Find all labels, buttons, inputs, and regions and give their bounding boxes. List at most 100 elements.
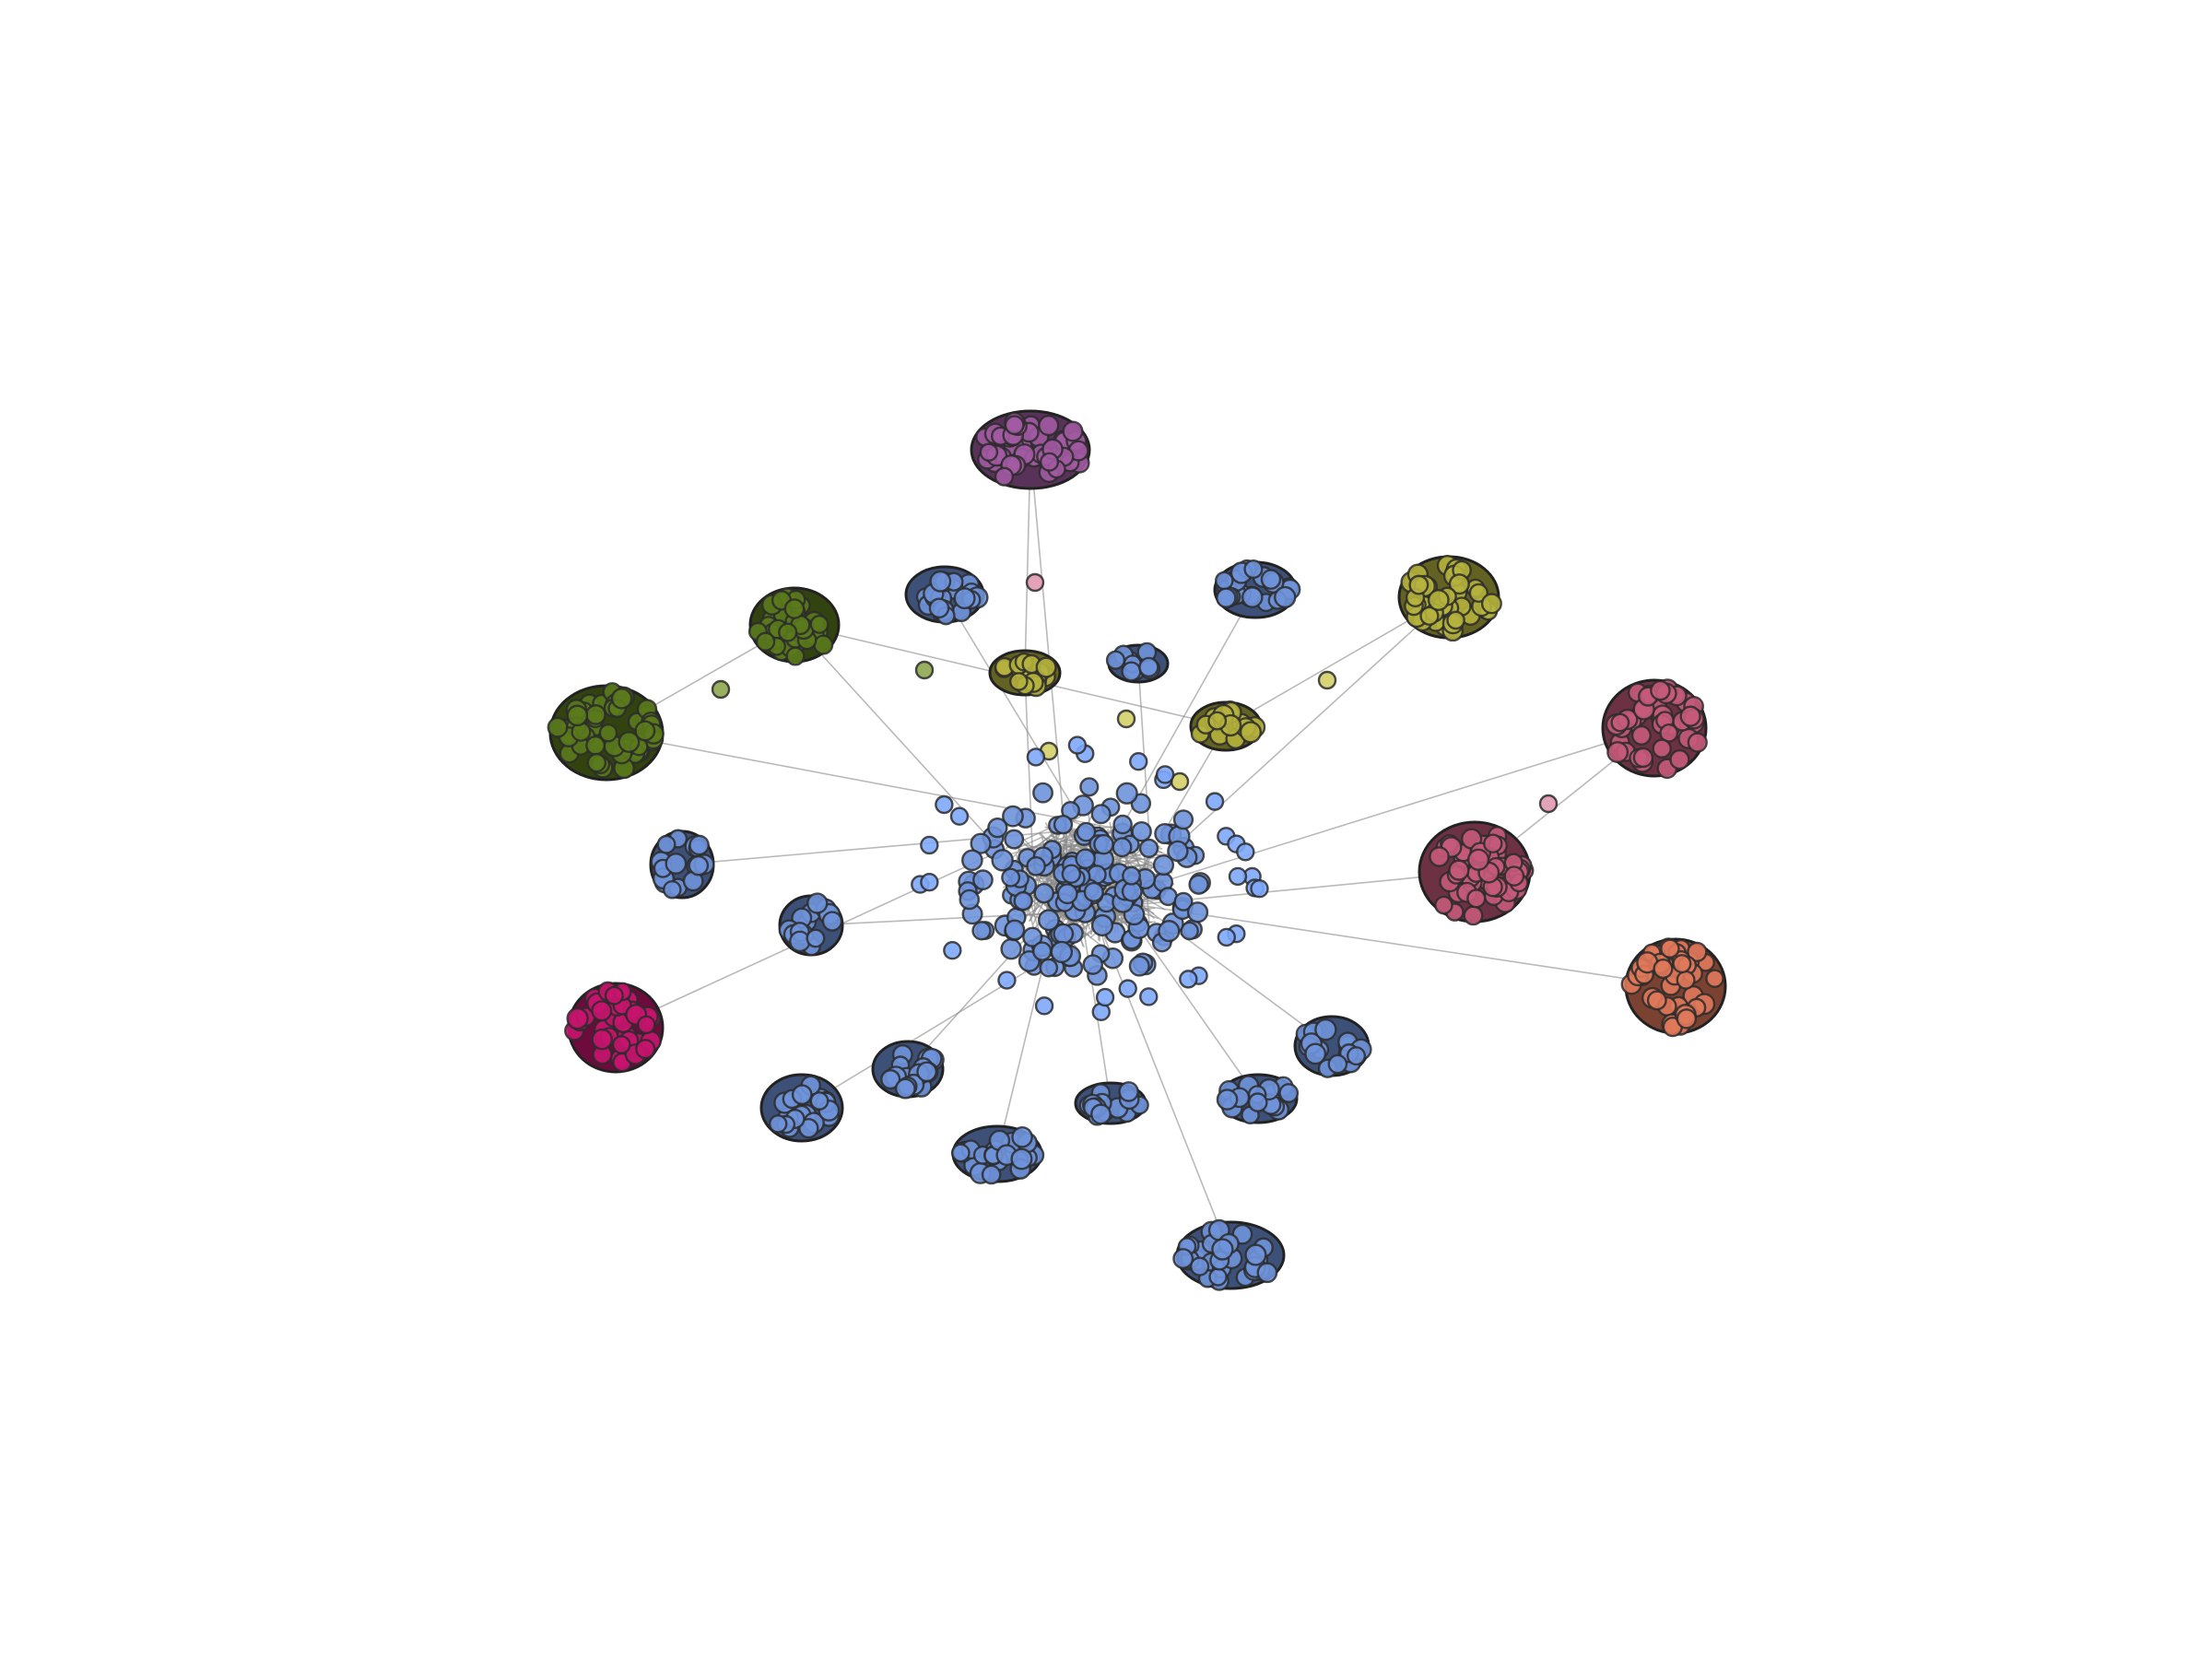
graph-node	[1035, 656, 1057, 678]
graph-node	[987, 818, 1008, 839]
graph-node	[1327, 1053, 1348, 1075]
graph-node	[928, 597, 950, 619]
graph-node	[1011, 1125, 1033, 1148]
cluster-olive-left-upper	[747, 586, 841, 666]
graph-node	[1172, 1248, 1194, 1269]
graph-node	[1256, 1262, 1278, 1284]
graph-node	[1466, 888, 1487, 909]
graph-node	[806, 892, 829, 914]
graph-node	[1010, 1147, 1033, 1171]
graph-node	[1131, 821, 1152, 842]
graph-node	[566, 704, 589, 727]
graph-node	[778, 622, 798, 642]
graph-node	[1278, 1083, 1300, 1103]
graph-node	[1239, 721, 1263, 744]
graph-node	[1121, 661, 1142, 682]
cluster-orange-right	[1620, 937, 1727, 1038]
graph-node	[783, 598, 806, 619]
graph-node	[1346, 1046, 1367, 1066]
graph-node	[994, 466, 1015, 487]
graph-node	[591, 1000, 613, 1022]
graph-node	[1244, 1243, 1267, 1266]
graph-node	[1034, 996, 1054, 1016]
graph-node	[1205, 792, 1225, 811]
graph-node	[1139, 987, 1159, 1006]
cluster-yellow-small-center	[988, 649, 1062, 698]
graph-node	[1118, 979, 1137, 998]
graph-node	[979, 442, 999, 462]
graph-node	[880, 1069, 901, 1090]
graph-node	[585, 704, 606, 725]
graph-node	[1646, 990, 1667, 1011]
graph-node	[1083, 881, 1104, 902]
graph-node	[991, 849, 1014, 872]
graph-node	[1009, 672, 1029, 691]
graph-node	[1056, 883, 1078, 905]
graph-node	[1208, 1267, 1228, 1287]
graph-node	[1186, 901, 1209, 924]
bridge-node	[914, 660, 935, 680]
graph-node	[1468, 582, 1488, 604]
graph-node	[663, 879, 682, 900]
graph-node	[634, 720, 656, 742]
graph-node	[1061, 864, 1082, 884]
graph-node	[656, 834, 677, 854]
graph-node	[591, 1028, 614, 1051]
graph-node	[813, 634, 834, 655]
graph-node	[1037, 909, 1060, 932]
graph-node	[1216, 587, 1237, 608]
graph-node	[1260, 569, 1282, 590]
graph-node	[1026, 855, 1046, 877]
graph-node	[1026, 747, 1046, 767]
graph-node	[1503, 865, 1525, 887]
graph-node	[688, 834, 710, 856]
graph-node	[1090, 913, 1114, 937]
graph-node	[1632, 747, 1654, 769]
graph-node	[1480, 593, 1502, 615]
graph-node	[610, 688, 633, 710]
graph-node	[1216, 1088, 1239, 1111]
graph-node	[785, 646, 806, 666]
graph-node	[961, 849, 983, 872]
graph-node	[1419, 606, 1440, 626]
graph-node	[929, 570, 952, 593]
graph-node	[1128, 955, 1150, 977]
graph-node	[1076, 821, 1097, 842]
graph-node	[1188, 874, 1209, 895]
graph-node	[1653, 959, 1674, 980]
cluster-rose-right-upper	[1601, 678, 1708, 780]
graph-node	[1483, 833, 1503, 853]
graph-node	[1118, 1081, 1139, 1102]
graph-node	[950, 1143, 971, 1163]
graph-node	[1215, 571, 1234, 591]
graph-node	[1659, 723, 1679, 743]
graph-node	[688, 854, 710, 877]
graph-node	[1082, 954, 1104, 975]
bridge-node	[711, 679, 731, 700]
graph-node	[1122, 865, 1141, 886]
graph-node	[1304, 1042, 1327, 1065]
graph-node	[768, 1114, 788, 1134]
graph-node	[1002, 805, 1024, 828]
graph-node	[1705, 969, 1724, 988]
graph-node	[1463, 905, 1484, 926]
graph-node	[1314, 1018, 1337, 1041]
cluster-blue-upper-left	[904, 565, 989, 626]
graph-node	[1152, 853, 1175, 877]
graph-node	[1408, 574, 1430, 595]
graph-node	[1115, 782, 1138, 805]
graph-node	[1050, 940, 1074, 964]
graph-node	[1427, 589, 1450, 611]
bridge-node	[1317, 670, 1337, 690]
graph-node	[1687, 732, 1708, 753]
graph-node	[953, 587, 976, 610]
graph-node	[1669, 749, 1690, 771]
cluster-blue-left	[649, 829, 715, 900]
graph-node	[1660, 938, 1680, 959]
graph-node	[1013, 890, 1033, 912]
graph-node	[598, 723, 618, 743]
graph-node	[920, 873, 939, 892]
graph-node	[1158, 920, 1181, 943]
graph-node	[1687, 941, 1708, 962]
graph-node	[1129, 752, 1148, 771]
